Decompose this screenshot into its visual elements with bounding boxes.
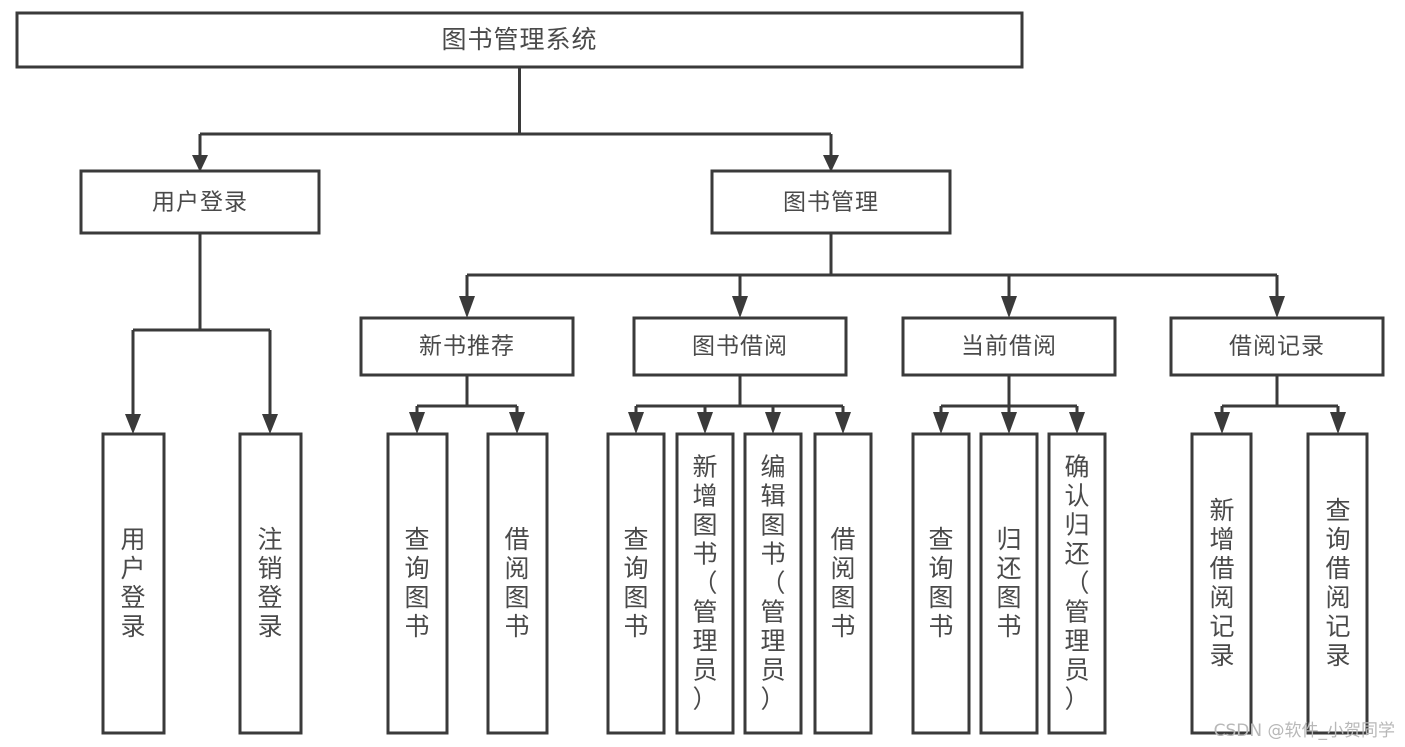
arrow-to-book-manage bbox=[823, 155, 839, 172]
node-book-borrow-label: 图书借阅 bbox=[692, 334, 788, 360]
node-leaf-query-book-2-box[interactable] bbox=[606, 432, 666, 735]
node-leaf-query-record-label: 查询借阅记录 bbox=[1325, 496, 1350, 670]
node-root-box[interactable] bbox=[15, 11, 1024, 69]
node-leaf-query-book-2-label: 查询图书 bbox=[623, 525, 648, 641]
node-new-book-recommend-box[interactable] bbox=[359, 316, 575, 377]
node-leaf-query-book-3-box[interactable] bbox=[911, 432, 971, 735]
arrow-leaf-query-book-2 bbox=[628, 412, 644, 434]
node-leaf-borrow-book-2-box[interactable] bbox=[813, 432, 873, 735]
arrow-leaf-confirm-return bbox=[1069, 412, 1085, 434]
arrow-to-book-borrow bbox=[732, 296, 748, 318]
node-user-login-label: 用户登录 bbox=[152, 190, 248, 216]
node-leaf-query-book-1-label: 查询图书 bbox=[404, 525, 429, 641]
node-leaf-edit-book-box[interactable] bbox=[743, 432, 803, 735]
node-leaf-query-book-3-label: 查询图书 bbox=[928, 525, 953, 641]
node-leaf-add-book-box[interactable] bbox=[675, 432, 735, 735]
node-leaf-add-record-label: 新增借阅记录 bbox=[1209, 496, 1234, 670]
node-borrow-record-box[interactable] bbox=[1169, 316, 1385, 377]
node-book-borrow-box[interactable] bbox=[632, 316, 848, 377]
node-leaf-query-book-2[interactable]: 查询图书 bbox=[606, 432, 666, 735]
node-new-book-recommend-label: 新书推荐 bbox=[419, 334, 515, 360]
node-current-borrow[interactable]: 当前借阅 bbox=[901, 316, 1117, 377]
arrow-leaf-edit-book bbox=[765, 412, 781, 434]
node-book-manage[interactable]: 图书管理 bbox=[710, 169, 952, 235]
arrow-to-user-login bbox=[192, 155, 208, 172]
node-leaf-add-book-label: 新增图书（管理员） bbox=[692, 453, 717, 714]
node-leaf-borrow-book-1[interactable]: 借阅图书 bbox=[486, 432, 549, 735]
node-leaf-user-login-label: 用户登录 bbox=[120, 525, 145, 641]
arrow-to-new-book-recommend bbox=[459, 296, 475, 318]
node-leaf-return-book-box[interactable] bbox=[979, 432, 1039, 735]
node-book-borrow[interactable]: 图书借阅 bbox=[632, 316, 848, 377]
arrow-leaf-user-login bbox=[125, 414, 141, 434]
node-leaf-edit-book-label: 编辑图书（管理员） bbox=[760, 453, 785, 714]
node-leaf-add-book[interactable]: 新增图书（管理员） bbox=[675, 432, 735, 735]
node-leaf-return-book[interactable]: 归还图书 bbox=[979, 432, 1039, 735]
node-leaf-add-record-box[interactable] bbox=[1190, 432, 1253, 735]
node-leaf-edit-book[interactable]: 编辑图书（管理员） bbox=[743, 432, 803, 735]
arrow-leaf-borrow-book-1 bbox=[509, 412, 525, 434]
node-leaf-query-record-box[interactable] bbox=[1306, 432, 1369, 735]
node-leaf-return-book-label: 归还图书 bbox=[996, 525, 1021, 641]
node-book-manage-label: 图书管理 bbox=[783, 190, 879, 216]
node-root[interactable]: 图书管理系统 bbox=[15, 11, 1024, 69]
node-leaf-borrow-book-2-label: 借阅图书 bbox=[830, 525, 855, 641]
arrow-to-current-borrow bbox=[1001, 296, 1017, 318]
node-leaf-query-book-3[interactable]: 查询图书 bbox=[911, 432, 971, 735]
arrow-leaf-return-book bbox=[1001, 412, 1017, 434]
node-leaf-user-logout[interactable]: 注销登录 bbox=[238, 432, 303, 735]
node-leaf-add-record[interactable]: 新增借阅记录 bbox=[1190, 432, 1253, 735]
node-leaf-confirm-return-box[interactable] bbox=[1047, 432, 1107, 735]
arrow-leaf-borrow-book-2 bbox=[835, 412, 851, 434]
node-root-label: 图书管理系统 bbox=[441, 25, 597, 54]
node-borrow-record-label: 借阅记录 bbox=[1229, 334, 1325, 360]
node-current-borrow-box[interactable] bbox=[901, 316, 1117, 377]
node-leaf-borrow-book-1-label: 借阅图书 bbox=[504, 525, 529, 641]
node-borrow-record[interactable]: 借阅记录 bbox=[1169, 316, 1385, 377]
arrow-leaf-query-record bbox=[1330, 412, 1346, 434]
node-leaf-query-book-1-box[interactable] bbox=[386, 432, 449, 735]
node-current-borrow-label: 当前借阅 bbox=[961, 334, 1057, 360]
node-leaf-user-logout-box[interactable] bbox=[238, 432, 303, 735]
node-leaf-user-logout-label: 注销登录 bbox=[257, 525, 282, 641]
arrow-leaf-add-record bbox=[1214, 412, 1230, 434]
arrow-leaf-query-book-1 bbox=[409, 412, 425, 434]
node-leaf-confirm-return-label: 确认归还（管理员） bbox=[1064, 453, 1089, 714]
node-book-manage-box[interactable] bbox=[710, 169, 952, 235]
node-leaf-user-login[interactable]: 用户登录 bbox=[101, 432, 166, 735]
node-new-book-recommend[interactable]: 新书推荐 bbox=[359, 316, 575, 377]
node-leaf-confirm-return[interactable]: 确认归还（管理员） bbox=[1047, 432, 1107, 735]
arrow-leaf-user-logout bbox=[262, 414, 278, 434]
connector-layer bbox=[125, 67, 1346, 434]
node-leaf-borrow-book-1-box[interactable] bbox=[486, 432, 549, 735]
node-user-login-box[interactable] bbox=[79, 169, 321, 235]
node-leaf-borrow-book-2[interactable]: 借阅图书 bbox=[813, 432, 873, 735]
arrow-leaf-query-book-3 bbox=[933, 412, 949, 434]
arrow-leaf-add-book bbox=[697, 412, 713, 434]
arrow-to-borrow-record bbox=[1269, 296, 1285, 318]
node-user-login[interactable]: 用户登录 bbox=[79, 169, 321, 235]
node-leaf-query-book-1[interactable]: 查询图书 bbox=[386, 432, 449, 735]
node-leaf-user-login-box[interactable] bbox=[101, 432, 166, 735]
node-leaf-query-record[interactable]: 查询借阅记录 bbox=[1306, 432, 1369, 735]
